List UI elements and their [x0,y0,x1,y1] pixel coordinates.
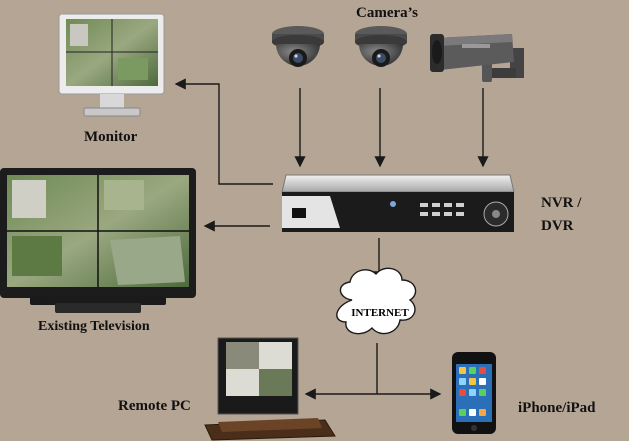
monitor-label: Monitor [84,129,137,146]
internet-label: INTERNET [345,307,415,319]
nvr-label-line1: NVR / [541,192,581,215]
dome-camera-icon [355,26,407,67]
cameras-label: Camera’s [356,5,418,22]
television-icon [0,168,196,313]
nvr-dvr-label: NVR / DVR [541,192,581,238]
television-label: Existing Television [38,319,150,335]
bullet-camera-icon [430,34,524,82]
dvr-recorder-icon [282,175,514,232]
phone-label: iPhone/iPad [518,400,596,417]
smartphone-icon [452,352,496,434]
monitor-icon [59,14,164,116]
remote-pc-label: Remote PC [118,398,191,415]
dome-camera-icon [272,26,324,67]
desktop-pc-icon [205,338,335,440]
nvr-label-line2: DVR [541,215,581,238]
cloud-icon [337,268,416,333]
